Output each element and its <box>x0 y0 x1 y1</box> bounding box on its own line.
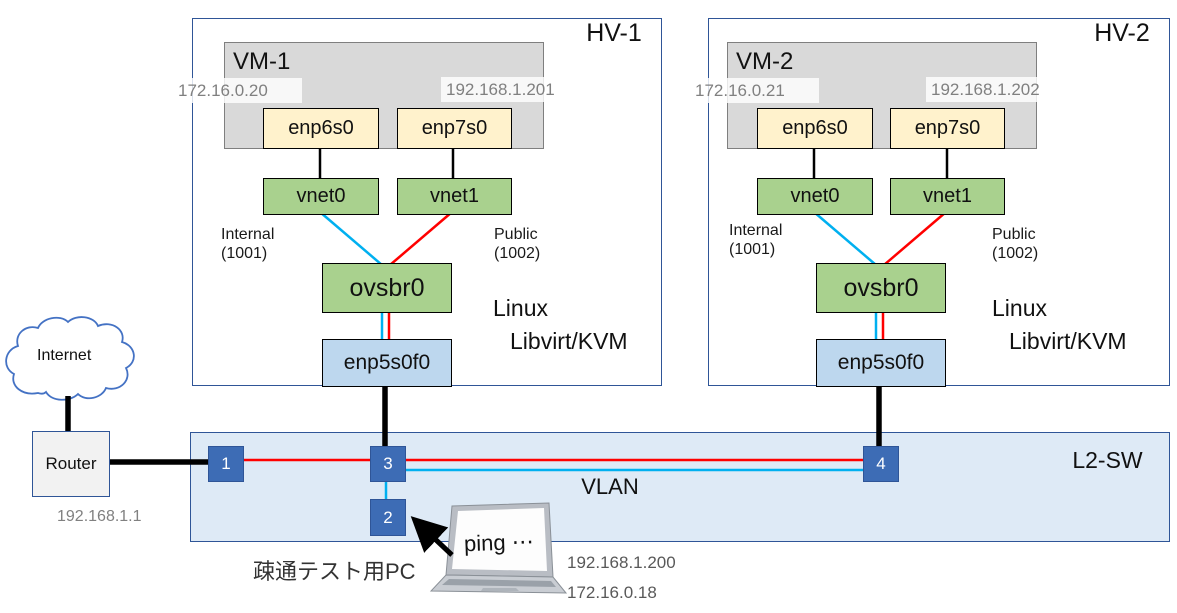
hv1-platform-label: Linux Libvirt/KVM <box>493 292 628 358</box>
ping-arrow <box>410 516 454 557</box>
vm1-nic-enp7s0: enp7s0 <box>397 108 512 149</box>
router-ip: 192.168.1.1 <box>57 508 142 525</box>
hv1-vnet0: vnet0 <box>263 178 379 215</box>
hv2-platform-label: Linux Libvirt/KVM <box>992 292 1127 358</box>
vm1-public-ip: 192.168.1.201 <box>441 77 586 102</box>
hv2-vnet0-bridge-link-internal <box>813 211 877 266</box>
vm2-nic-enp6s0: enp6s0 <box>757 108 873 149</box>
l2-switch-title: L2-SW <box>1072 447 1143 473</box>
hv1-vnet0-bridge-link-internal <box>319 211 383 266</box>
hv1-title: HV-1 <box>586 19 642 47</box>
test-pc-ip1: 192.168.1.200 <box>567 553 676 572</box>
hv2-public-label-line1: Public <box>992 226 1036 243</box>
vm1-nic-enp6s0: enp6s0 <box>263 108 379 149</box>
test-pc-label: 疎通テスト用PC <box>253 559 416 584</box>
hv2-platform-line2: Libvirt/KVM <box>1009 328 1127 354</box>
vm1-title: VM-1 <box>233 48 291 75</box>
hv2-vnet1-bridge-link-public <box>883 211 947 266</box>
hv2-platform-line1: Linux <box>992 295 1047 321</box>
hv2-bridge-ovsbr0: ovsbr0 <box>816 263 946 313</box>
hv1-internal-label-line2: (1001) <box>221 245 268 262</box>
switch-port-3: 3 <box>370 446 406 482</box>
hv1-public-label-line2: (1002) <box>494 245 541 262</box>
vm2-title: VM-2 <box>736 48 794 75</box>
hv1-public-vlan-label: Public (1002) <box>494 225 540 263</box>
hv1-vnet1-bridge-link-public <box>389 211 453 266</box>
l2-switch-box <box>190 432 1170 542</box>
laptop-illustration <box>429 502 568 594</box>
ping-screen-text: ping ⋯ <box>463 528 535 557</box>
hv1-platform-line1: Linux <box>493 295 548 321</box>
switch-port-1: 1 <box>208 446 244 482</box>
hv2-vnet1: vnet1 <box>890 178 1005 215</box>
hv2-internal-vlan-label: Internal (1001) <box>729 221 782 259</box>
vm2-internal-ip: 172.16.0.21 <box>690 78 819 103</box>
vlan-label: VLAN <box>581 474 639 499</box>
hv1-vnet1: vnet1 <box>397 178 512 215</box>
hv2-title: HV-2 <box>1094 19 1150 47</box>
vm2-public-ip: 192.168.1.202 <box>926 77 1071 102</box>
hv2-uplink-enp5s0f0: enp5s0f0 <box>816 339 946 387</box>
hv2-public-vlan-label: Public (1002) <box>992 225 1038 263</box>
hv2-internal-label-line2: (1001) <box>729 241 776 258</box>
internet-label: Internet <box>37 347 92 364</box>
switch-port-4: 4 <box>863 446 899 482</box>
router-box: Router <box>32 431 110 497</box>
hv2-vnet0: vnet0 <box>757 178 873 215</box>
hv1-public-label-line1: Public <box>494 226 538 243</box>
hv1-uplink-enp5s0f0: enp5s0f0 <box>322 339 452 387</box>
internet-cloud <box>5 316 135 401</box>
test-pc-ip2: 172.16.0.18 <box>567 583 657 602</box>
hv1-platform-line2: Libvirt/KVM <box>510 328 628 354</box>
hv1-internal-label-line1: Internal <box>221 226 275 243</box>
hv1-internal-vlan-label: Internal (1001) <box>221 225 274 263</box>
hv2-public-label-line2: (1002) <box>992 245 1039 262</box>
vm1-internal-ip: 172.16.0.20 <box>173 78 302 103</box>
vm2-nic-enp7s0: enp7s0 <box>890 108 1005 149</box>
hv2-internal-label-line1: Internal <box>729 222 783 239</box>
switch-port-2: 2 <box>370 499 406 536</box>
hv1-bridge-ovsbr0: ovsbr0 <box>322 263 452 313</box>
